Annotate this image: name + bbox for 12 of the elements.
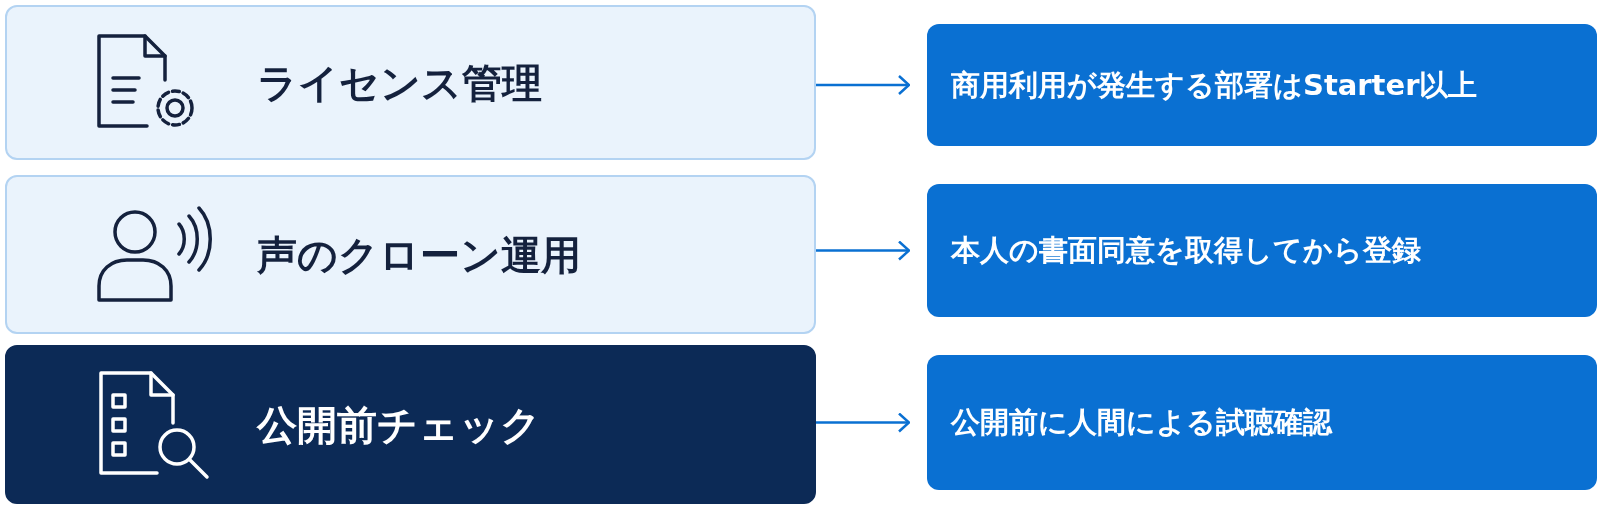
arrow	[816, 240, 911, 261]
arrow	[816, 74, 911, 96]
category-title: 公開前チェック	[257, 400, 541, 450]
category-box	[5, 5, 816, 160]
rule-text: 本人の書面同意を取得してから登録	[951, 232, 1421, 269]
arrow	[816, 412, 911, 433]
rule-text: 商用利用が発生する部署はStarter以上	[951, 66, 1478, 104]
category-title: ライセンス管理	[257, 58, 542, 108]
rule-text: 公開前に人間による試聴確認	[951, 404, 1332, 441]
category-box	[5, 175, 816, 334]
category-box	[5, 345, 816, 504]
category-title: 声のクローン運用	[257, 230, 581, 280]
